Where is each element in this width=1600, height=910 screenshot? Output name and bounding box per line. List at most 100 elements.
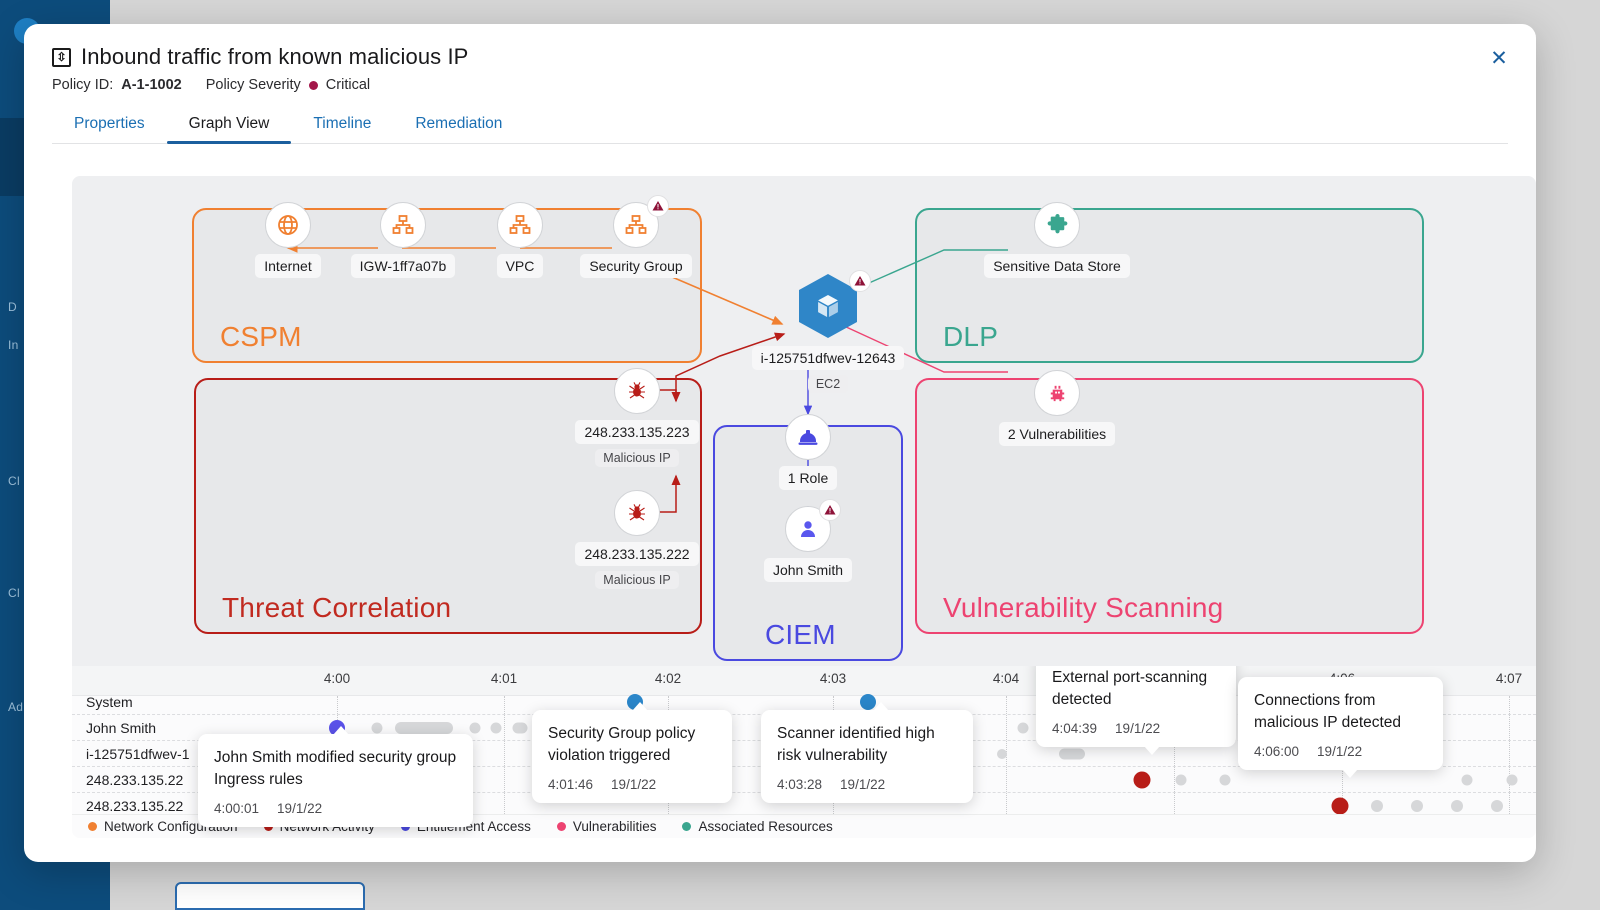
legend-item-associated-resources[interactable]: Associated Resources [682,819,833,834]
timeline-dot [1491,800,1503,812]
tooltip-text: External port-scanning detected [1052,669,1208,709]
page-title: Inbound traffic from known malicious IP [81,44,469,69]
timeline-dot [1175,774,1187,786]
tooltip-text: Scanner identified high risk vulnerabili… [777,725,935,765]
spider-icon [614,368,660,414]
node-role[interactable]: 1 Role [748,414,868,490]
timeline-dot [1059,748,1085,760]
timeline-event-dot-portscan[interactable] [1133,771,1151,789]
node-ec2[interactable]: i-125751dfwev-12643 EC2 [728,270,928,393]
legend-label: Associated Resources [698,819,833,834]
tooltip-text: Security Group policy violation triggere… [548,725,696,765]
graph-view-panel[interactable]: CSPM Threat Correlation DLP Vulnerabilit… [72,176,1536,666]
tab-remediation[interactable]: Remediation [393,109,524,143]
timeline-dot [395,722,453,734]
axis-tick-1: 4:01 [490,671,518,686]
close-icon[interactable]: ✕ [1486,46,1512,72]
timeline-dot [371,722,383,734]
cube-icon [799,274,857,338]
tab-bar: Properties Graph View Timeline Remediati… [52,109,1508,144]
sidebar-item-0[interactable]: D [8,300,17,314]
legend-item-vulnerabilities[interactable]: Vulnerabilities [556,819,657,834]
node-label-user: John Smith [763,558,853,582]
warning-icon [849,270,871,292]
timeline-row-label-ip-1: 248.233.135.22 [86,772,184,788]
group-label-threat-correlation: Threat Correlation [222,592,452,623]
tab-properties[interactable]: Properties [52,109,167,143]
group-label-cspm: CSPM [220,321,302,352]
timeline-tooltip-3[interactable]: External port-scanning detected 4:04:39 … [1036,666,1236,755]
timeline-event-dot-malicious[interactable] [1331,797,1349,815]
timeline-dot [512,722,528,734]
insight-icon: ⇳ [52,47,71,67]
node-label-security-group: Security Group [580,254,692,278]
tooltip-date: 19/1/22 [1115,720,1161,736]
modal-header: ⇳ Inbound traffic from known malicious I… [24,24,1536,93]
node-label-sensitive-data-store: Sensitive Data Store [984,254,1130,278]
node-label-vulnerabilities: 2 Vulnerabilities [998,422,1116,446]
sidebar-item-4[interactable]: Ad [8,700,24,714]
node-sublabel-malicious-ip-2: Malicious IP [595,571,679,589]
timeline-dot [1219,774,1231,786]
tooltip-date: 19/1/22 [1317,743,1363,759]
legend-dot-icon [556,822,566,831]
node-label-vpc: VPC [496,254,544,278]
timeline-dot [997,749,1007,759]
node-igw[interactable]: IGW-1ff7a07b [350,202,456,278]
sidebar-item-1[interactable]: In [8,338,19,352]
bug-icon [1034,370,1080,416]
sidebar-item-2[interactable]: Cl [8,474,20,488]
tooltip-text: Connections from malicious IP detected [1254,692,1402,732]
node-malicious-ip-2[interactable]: 248.233.135.222 Malicious IP [569,490,705,589]
node-vpc[interactable]: VPC [472,202,568,278]
legend-dot-icon [682,822,692,831]
warning-icon [647,195,669,217]
timeline-dot [1017,722,1029,734]
tooltip-time: 4:00:01 [214,800,260,816]
timeline-tooltip-1[interactable]: Security Group policy violation triggere… [532,702,732,803]
timeline-dot [1411,800,1423,812]
node-vulnerabilities[interactable]: 2 Vulnerabilities [962,370,1152,446]
tab-graph-view[interactable]: Graph View [166,109,292,144]
puzzle-icon [1034,202,1080,248]
node-internet[interactable]: Internet [237,202,339,278]
axis-tick-3: 4:03 [819,671,847,686]
node-label-malicious-ip-1: 248.233.135.223 [575,420,699,444]
warning-icon [819,499,841,521]
title-row: ⇳ Inbound traffic from known malicious I… [52,44,1508,70]
node-label-internet: Internet [255,254,321,278]
timeline-row-label-john: John Smith [86,720,157,736]
timeline-event-dot-scanner[interactable] [860,694,876,710]
timeline-panel[interactable]: 4:00 4:01 4:02 4:03 4:04 4:06 4:07 Syste… [72,666,1536,838]
hardhat-icon [785,414,831,460]
group-vulnerability-scanning[interactable]: Vulnerability Scanning [915,378,1424,634]
severity-label: Policy Severity [205,77,301,93]
sidebar-item-3[interactable]: Cl [8,586,20,600]
user-icon [785,499,841,552]
timeline-dot [469,722,481,734]
timeline-dot [490,722,502,734]
node-sensitive-data-store[interactable]: Sensitive Data Store [962,202,1152,278]
timeline-dot [1371,800,1383,812]
timeline-tooltip-2[interactable]: Scanner identified high risk vulnerabili… [761,702,973,803]
node-security-group[interactable]: Security Group [566,195,706,278]
timeline-row-label-ip-2: 248.233.135.22 [86,798,184,814]
axis-tick-4: 4:04 [992,671,1020,686]
timeline-dot [1451,800,1463,812]
timeline-tooltip-4[interactable]: Connections from malicious IP detected 4… [1238,677,1443,778]
timeline-tooltip-0[interactable]: John Smith modified security group Ingre… [198,726,473,827]
group-label-dlp: DLP [943,321,999,352]
policy-id-value: A-1-1002 [121,77,182,93]
axis-tick-6: 4:07 [1495,671,1523,686]
background-card [175,882,365,910]
node-user[interactable]: John Smith [748,499,868,582]
tooltip-date: 19/1/22 [611,776,657,792]
node-malicious-ip-1[interactable]: 248.233.135.223 Malicious IP [569,368,705,467]
timeline-dot [1506,774,1518,786]
node-sublabel-ec2: EC2 [807,375,849,393]
network-icon [380,202,426,248]
tab-timeline[interactable]: Timeline [291,109,393,143]
timeline-row-label-instance: i-125751dfwev-1 [86,746,190,762]
tooltip-time: 4:06:00 [1254,743,1300,759]
legend-label: Vulnerabilities [572,819,657,834]
